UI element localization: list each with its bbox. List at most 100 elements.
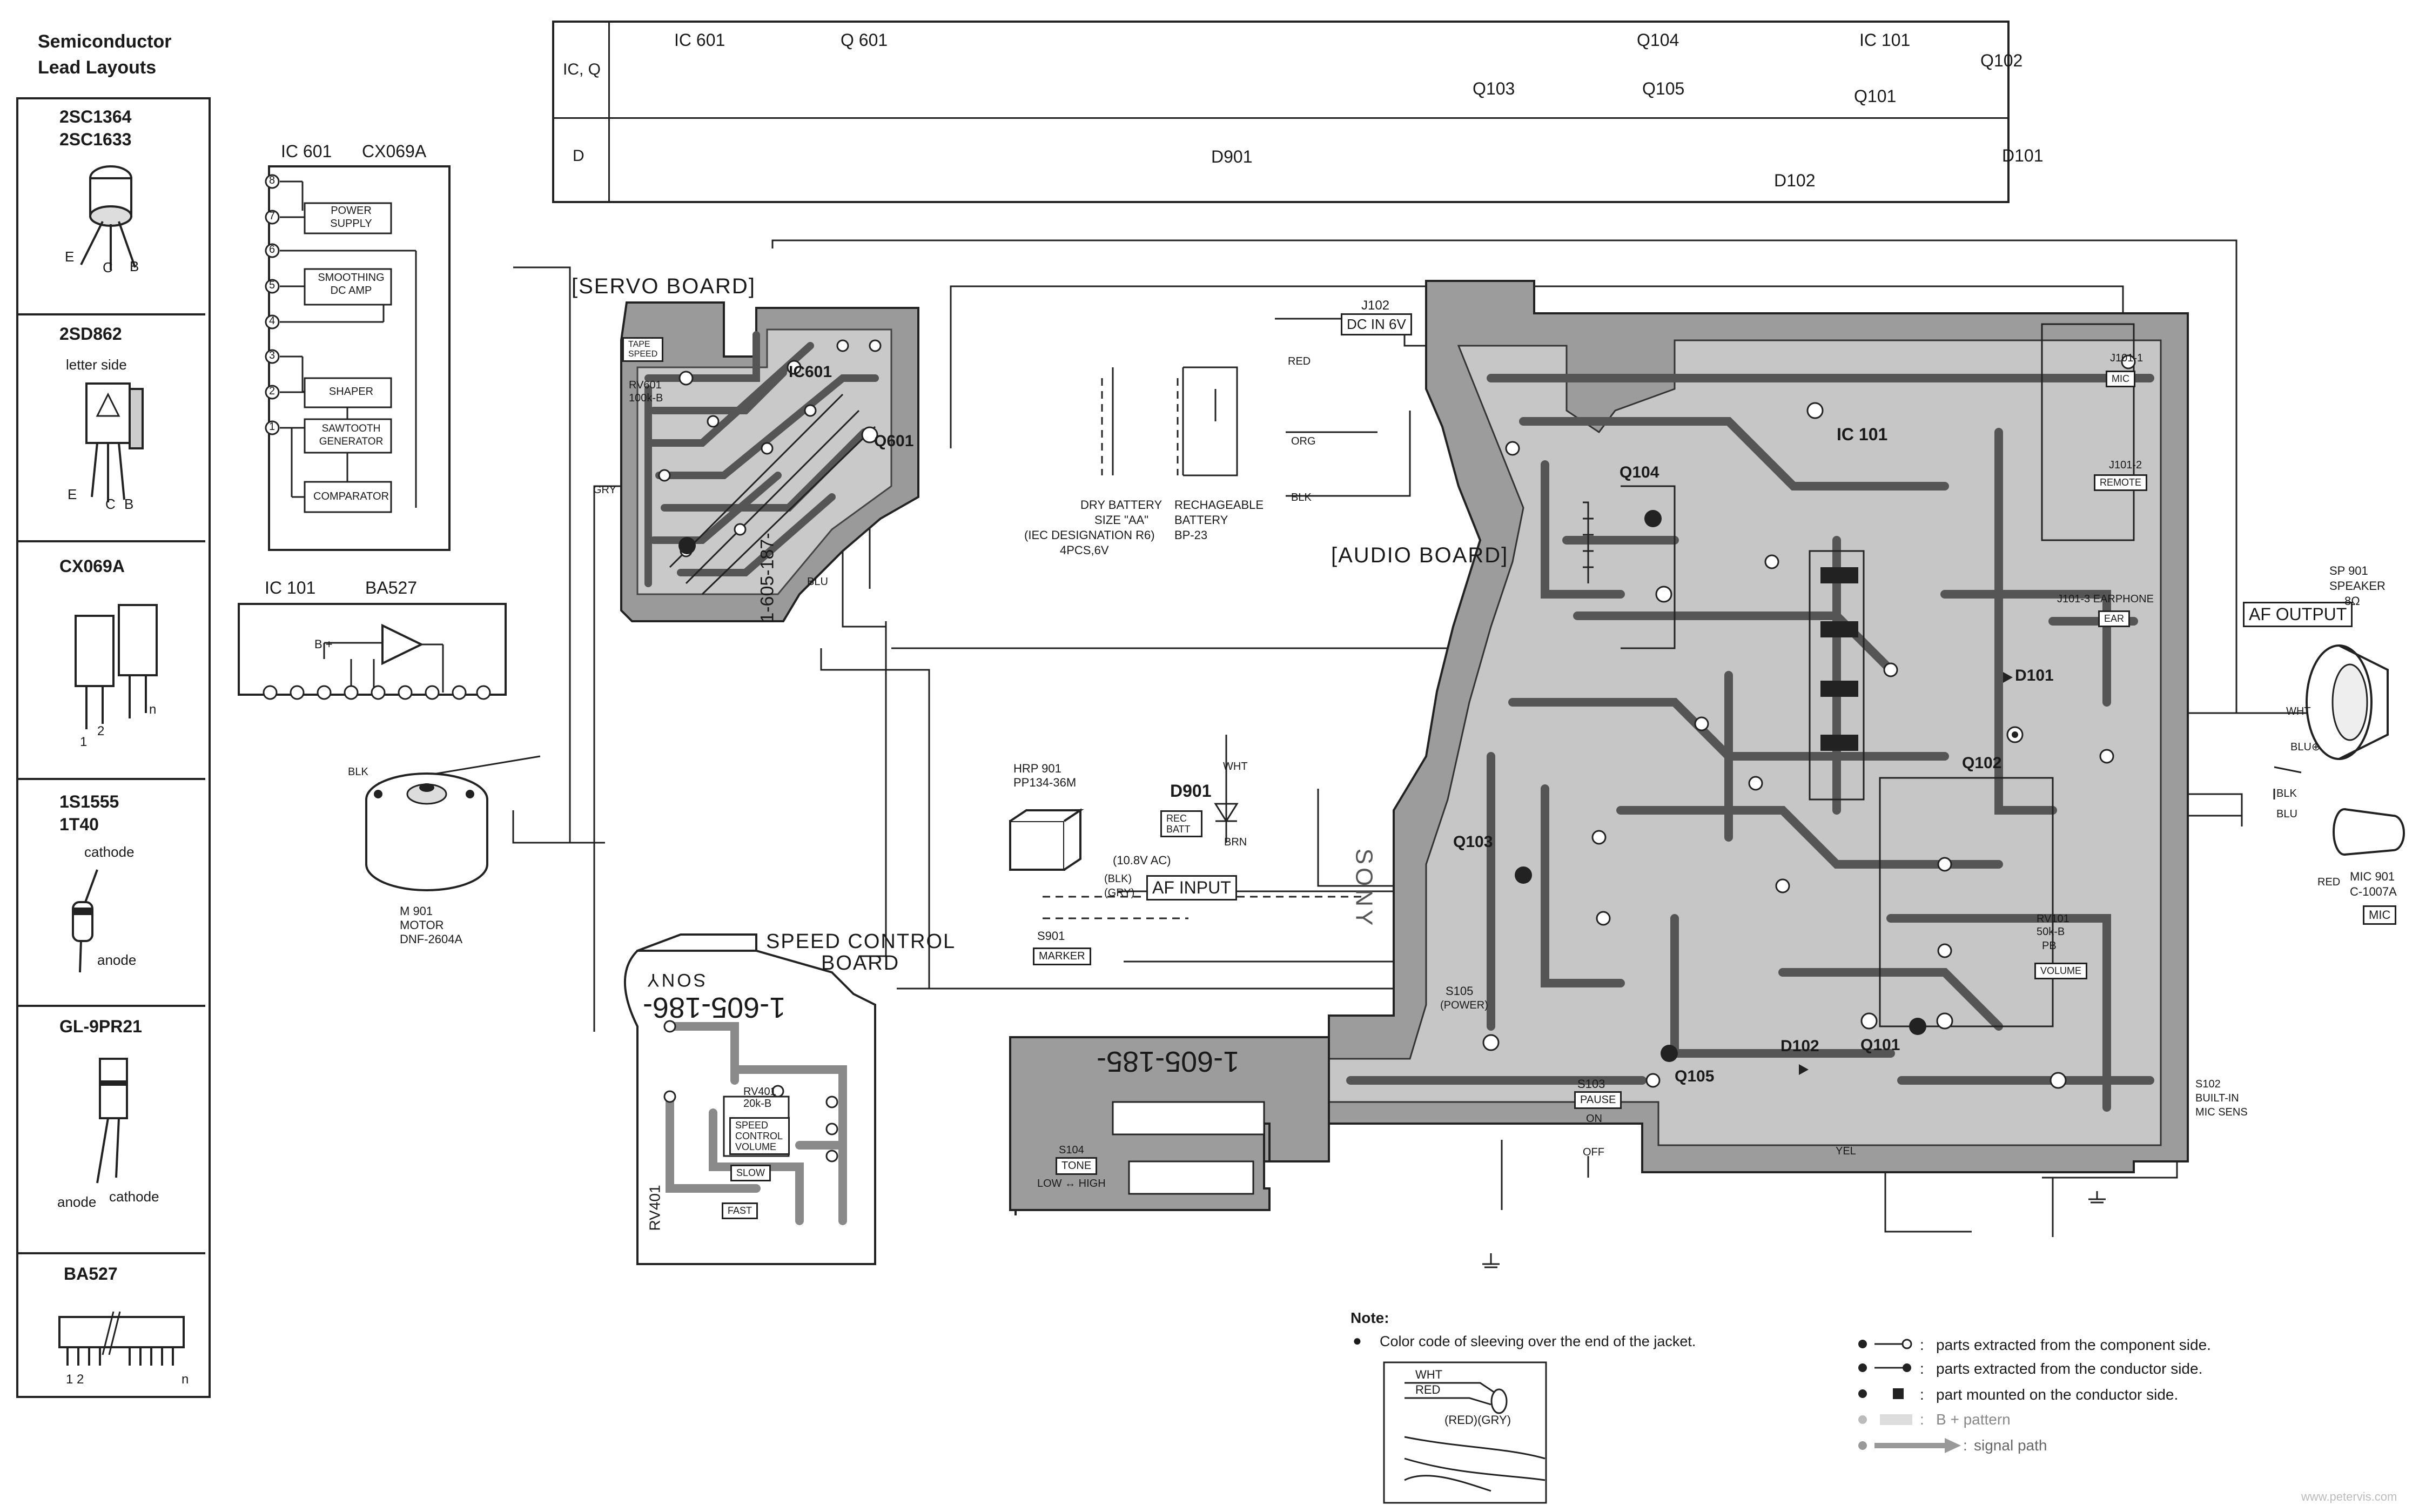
note-bullet: ● [1353, 1332, 1362, 1349]
legend-conductor-side: parts extracted from the conductor side. [1936, 1360, 2203, 1377]
led-icon [96, 1058, 128, 1184]
letter-side-label: letter side [66, 357, 127, 373]
watermark: www.petervis.com [2301, 1490, 2397, 1503]
wire-blk-motor: BLK [348, 766, 368, 778]
s104-ref: S104 [1059, 1144, 1084, 1156]
servo-board-pcb [620, 301, 919, 622]
lead-part-1t40: 1T40 [59, 815, 99, 834]
pcb-number-servo: 1-605-187- [757, 533, 778, 623]
mic-box-label: MIC [2363, 905, 2397, 925]
rv601-label: RV601 [629, 379, 662, 391]
sleeve-drawing [1383, 1361, 1547, 1504]
ic601-pin-1: 1 [269, 421, 276, 433]
wire-blu-mic: BLU [2276, 808, 2297, 820]
cathode-label: cathode [84, 844, 135, 860]
dry-battery-iec: (IEC DESIGNATION R6) [1024, 528, 1155, 542]
d102-board-label: D102 [1780, 1037, 1819, 1055]
rechargeable-battery-label: RECHAGEABLE [1174, 498, 1264, 512]
legend-key-4: : [1920, 1411, 1924, 1428]
speaker-ref: SP 901 [2329, 564, 2368, 577]
ic601-pin-5: 5 [269, 279, 276, 291]
sleeve-red: RED [1415, 1383, 1441, 1396]
pin-c: C [105, 496, 116, 512]
volume-label: VOLUME [2034, 963, 2088, 979]
pin-e: E [68, 486, 77, 502]
table-q101: Q101 [1854, 86, 1897, 106]
pin-c: C [103, 259, 113, 275]
af-input-label: AF INPUT [1146, 875, 1237, 901]
ic101-board-label: IC 101 [1837, 425, 1888, 444]
speed-board-title-2: BOARD [821, 952, 900, 975]
block-sawtooth-generator: SAWTOOTH GENERATOR [319, 423, 384, 447]
fast-label: FAST [722, 1202, 758, 1219]
s901-ref: S901 [1037, 929, 1065, 943]
record-head-drawing [1009, 808, 1084, 871]
table-row-d: D [573, 147, 584, 165]
rv101-value: 50k-B [2037, 926, 2065, 938]
s102-mic-sens: MIC SENS [2195, 1106, 2248, 1118]
sleeve-red-gry: (RED)(GRY) [1444, 1413, 1511, 1427]
wire-blk: BLK [1291, 492, 1312, 503]
note-title: Note: [1350, 1309, 1389, 1326]
s102-builtin: BUILT-IN [2195, 1092, 2239, 1104]
ic601-pin-7: 7 [269, 210, 276, 222]
pause-switch: PAUSE [1574, 1091, 1622, 1109]
pin-n: n [182, 1372, 189, 1387]
q103-board-label: Q103 [1453, 833, 1493, 851]
parts-location-table [552, 21, 2010, 203]
led-d901-drawing [1214, 772, 1239, 843]
mic-drawing [2333, 808, 2405, 856]
q101-board-label: Q101 [1860, 1036, 1900, 1054]
pcb-number-speed: 1-605-186- [643, 991, 786, 1024]
hrp-ref: HRP 901 [1013, 762, 1061, 775]
motor-label: MOTOR [400, 918, 444, 932]
motor-model: DNF-2604A [400, 932, 463, 946]
lead-cell-gl9pr21: GL-9PR21 anode cathode [16, 1005, 209, 1253]
d101-board-label: D101 [2015, 667, 2054, 684]
wire-gry-head: (GRY) [1104, 887, 1135, 899]
lead-part-1s1555: 1S1555 [59, 792, 119, 811]
pcb-number-audio: 1-605-185- [1097, 1045, 1240, 1078]
to92-transistor-icon [80, 165, 136, 270]
speed-control-volume: SPEED CONTROL VOLUME [729, 1117, 790, 1155]
power-switch-label: (POWER) [1440, 999, 1488, 1011]
speed-control-board-pcb [624, 933, 876, 1265]
lead-layouts-title-1: Semiconductor [38, 31, 172, 52]
slow-label: SLOW [730, 1165, 771, 1181]
speaker-drawing [2306, 644, 2389, 760]
hrp-model: PP134-36M [1013, 776, 1077, 789]
wire-blk-mic: BLK [2276, 788, 2297, 799]
motor-drawing [365, 772, 488, 891]
block-power-supply: POWER SUPPLY [330, 205, 372, 230]
ic601-board-label: IC601 [789, 363, 832, 381]
pin-1: 1 [66, 1372, 73, 1387]
note-text: Color code of sleeving over the end of t… [1380, 1333, 1696, 1349]
pin-b: B [130, 258, 139, 274]
table-d102: D102 [1774, 171, 1816, 190]
lead-layouts-title-2: Lead Layouts [38, 57, 157, 78]
wire-brn: BRN [1224, 836, 1247, 848]
lead-part-2sc1633: 2SC1633 [59, 130, 132, 149]
lead-divider [16, 778, 205, 780]
anode-label: anode [97, 952, 137, 968]
mic-ref: MIC 901 [2350, 870, 2395, 883]
ic601-part: CX069A [362, 142, 427, 161]
tone-switch: TONE [1056, 1157, 1098, 1175]
ba527-sip-icon [58, 1311, 185, 1366]
s105-ref: S105 [1446, 984, 1474, 998]
pause-on: ON [1586, 1113, 1602, 1125]
dry-battery-size: SIZE "AA" [1094, 513, 1148, 527]
table-ic601: IC 601 [674, 30, 725, 50]
lead-part-2sd862: 2SD862 [59, 324, 122, 344]
sony-logo-speed: SONY [645, 970, 706, 990]
rv401-ref: RV401 [743, 1086, 776, 1098]
rv401-value: 20k-B [743, 1098, 772, 1110]
ic101-bplus: B + [314, 637, 333, 651]
rv101-pb: PB [2042, 940, 2057, 952]
legend-marks [1858, 1339, 1961, 1453]
pin-b: B [124, 496, 134, 512]
remote-label: REMOTE [2094, 474, 2148, 491]
legend-key-2: : [1920, 1360, 1924, 1377]
block-shaper: SHAPER [328, 386, 374, 398]
legend-key-5: : [1963, 1437, 1967, 1454]
